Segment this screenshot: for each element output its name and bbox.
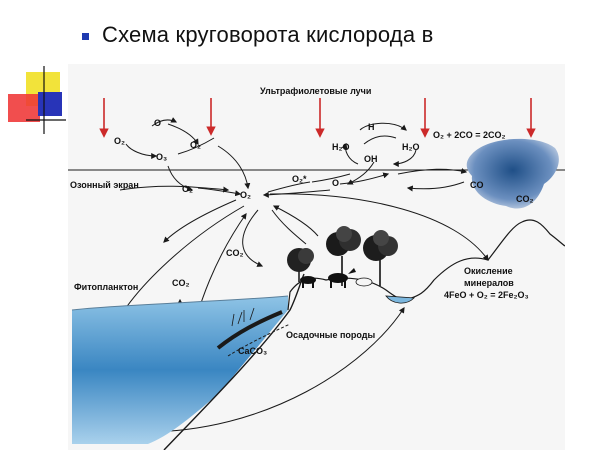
sedimentary-rocks-label: Осадочные породы bbox=[286, 330, 375, 340]
o2-label: O₂ bbox=[190, 140, 201, 150]
h2o-label: H₂O bbox=[332, 142, 350, 152]
lake bbox=[385, 295, 415, 304]
oxidation-equation: 4FeO + O₂ = 2Fe₂O₃ bbox=[444, 290, 529, 300]
h-atom-label: H bbox=[368, 122, 375, 132]
co2-cloud-label: CO₂ bbox=[516, 194, 534, 204]
sediment-dots bbox=[227, 323, 291, 357]
sediment-layer bbox=[216, 310, 283, 350]
shore-grass bbox=[231, 307, 255, 327]
water-cycle-arrows bbox=[341, 122, 417, 185]
oxidation-label-line2: минералов bbox=[464, 278, 514, 288]
co-label: CO bbox=[470, 180, 484, 190]
co2-cloud bbox=[466, 138, 559, 209]
phytoplankton-label: Фитопланктон bbox=[74, 282, 138, 292]
sea-floor-line bbox=[163, 273, 305, 450]
bullet-square-icon bbox=[82, 33, 89, 40]
o3-label: O₃ bbox=[156, 152, 167, 162]
ozone-cycle-arrows bbox=[125, 117, 251, 192]
sea-surface bbox=[71, 295, 289, 311]
o2-label: O₂ bbox=[182, 184, 193, 194]
o2-label: O₂ bbox=[114, 136, 125, 146]
trees bbox=[287, 226, 398, 286]
blue-square bbox=[38, 92, 62, 116]
oxygen-flow-arrows bbox=[109, 168, 489, 433]
oxygen-cycle-diagram: Ультрафиолетовые лучи Озонный экран Фито… bbox=[68, 64, 565, 450]
red-square bbox=[8, 94, 40, 122]
co2-land-label: CO₂ bbox=[226, 248, 244, 258]
animals bbox=[300, 268, 373, 288]
o-atom-label: O bbox=[332, 178, 339, 188]
oxidation-label-line1: Окисление bbox=[464, 266, 513, 276]
co-oxidation-equation: O₂ + 2CO = 2CO₂ bbox=[433, 130, 506, 140]
decorative-squares bbox=[8, 66, 66, 134]
caco3-label: CaCO₃ bbox=[238, 346, 267, 356]
slide-title-text: Схема круговорота кислорода в bbox=[102, 22, 434, 47]
oh-label: OH bbox=[364, 154, 378, 164]
ozone-screen-label: Озонный экран bbox=[70, 180, 139, 190]
uv-rays-label: Ультрафиолетовые лучи bbox=[260, 86, 371, 96]
sea bbox=[72, 296, 288, 444]
o2-center-label: O₂ bbox=[240, 190, 251, 200]
o-atom-label: O bbox=[154, 118, 161, 128]
h2o-label: H₂O bbox=[402, 142, 420, 152]
o2-excited-label: O₂* bbox=[292, 174, 307, 184]
co2-sea-label: CO₂ bbox=[172, 278, 190, 288]
